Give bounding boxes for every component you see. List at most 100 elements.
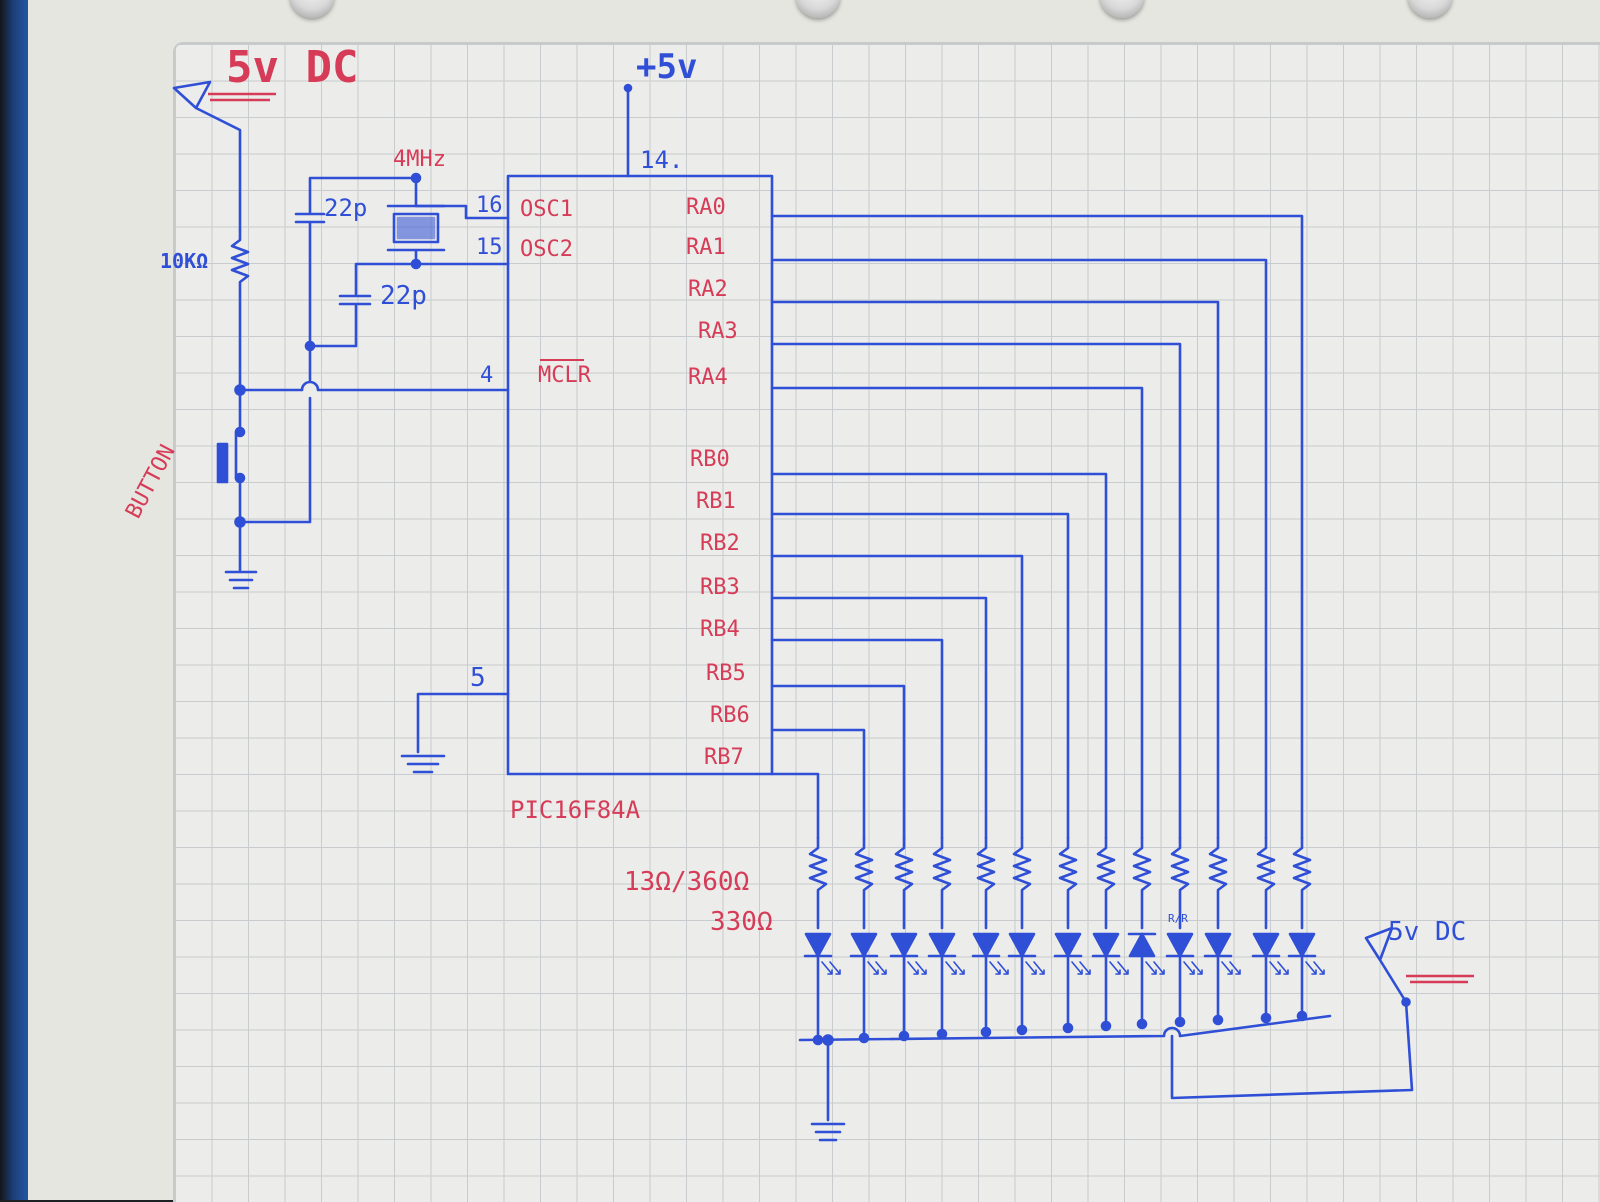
schematic-labels: 5v DC +5v 4MHz 22p 22p 10KΩ BUTTON 14. 1… [121, 42, 1474, 984]
ra3-line [770, 342, 1182, 840]
pin-label-rb6: RB6 [710, 703, 750, 728]
top-supply-underline [208, 92, 276, 102]
pin-number-mclr: 4 [480, 363, 493, 388]
led-diode-icon [972, 932, 1000, 958]
top-supply-label: 5v DC [226, 42, 358, 93]
desk-edge [0, 0, 30, 1200]
button-node [234, 426, 246, 438]
pin-label-osc2: OSC2 [520, 237, 573, 262]
led-resistor [1012, 836, 1032, 930]
supply-node [1401, 997, 1411, 1007]
crystal-fill [396, 216, 436, 240]
led-resistor [1170, 836, 1190, 930]
light-arrows-icon [1269, 961, 1289, 975]
bus-node [812, 1034, 824, 1046]
led-resistor [932, 836, 952, 930]
led-resistor [1058, 836, 1078, 930]
light-arrows-icon [867, 961, 887, 975]
ra4-line [770, 386, 1144, 840]
light-arrows-icon [989, 961, 1009, 975]
button-return-wire [238, 396, 312, 524]
pin-label-ra0: RA0 [686, 195, 726, 220]
button-ground [224, 520, 258, 590]
pin-label-rb2: RB2 [700, 531, 740, 556]
pin-number-osc1: 16 [476, 193, 503, 218]
led-resistor [1132, 836, 1152, 930]
rb1-line [770, 512, 1070, 840]
bus-node [898, 1030, 910, 1042]
pullup-resistor [230, 228, 250, 392]
rb3-line [770, 596, 988, 840]
bottom-ground [810, 1038, 846, 1142]
ra1-line [770, 258, 1268, 840]
pin-label-rb0: RB0 [690, 447, 730, 472]
rb7-line [770, 772, 820, 840]
light-arrows-icon [1183, 961, 1203, 975]
pin-label-rb7: RB7 [704, 745, 744, 770]
ra2-line [770, 300, 1220, 840]
vdd-node [623, 83, 633, 93]
led-diode-icon [1252, 932, 1280, 958]
led-resistor-array [803, 836, 1325, 1046]
top-supply-symbol [172, 80, 242, 232]
led-diode-icon [1008, 932, 1036, 958]
led-diode-icon [1092, 932, 1120, 958]
led-resistor [1096, 836, 1116, 930]
button-plunger [216, 442, 229, 484]
crystal-node [410, 258, 422, 270]
bus-node [822, 1034, 834, 1046]
pin-number-vdd: 14. [640, 146, 683, 174]
bus-node [1212, 1014, 1224, 1026]
led-diode-icon [850, 932, 878, 958]
rb2-line [770, 554, 1024, 840]
crystal-node [410, 172, 422, 184]
light-arrows-icon [1305, 961, 1325, 975]
button-label: BUTTON [121, 441, 180, 523]
light-arrows-icon [945, 961, 965, 975]
pin-label-ra3: RA3 [698, 319, 738, 344]
cap2-symbol [308, 262, 510, 348]
led-diode-icon [1128, 932, 1156, 958]
rb6-line [770, 728, 866, 840]
light-arrows-icon [907, 961, 927, 975]
bus-node [1296, 1010, 1308, 1022]
rb4-line [770, 638, 944, 840]
button-node [234, 472, 246, 484]
pin-number-osc2: 15 [476, 235, 503, 260]
pullup-label: 10KΩ [160, 249, 208, 273]
light-arrows-icon [821, 961, 841, 975]
pin-label-mclr: MCLR [538, 363, 592, 388]
rb0-line [770, 472, 1108, 840]
led-resistor [1208, 836, 1228, 930]
pin-label-ra1: RA1 [686, 235, 726, 260]
pin-label-ra4: RA4 [688, 365, 728, 390]
binder-hole [290, 0, 334, 18]
cap2-label: 22p [380, 281, 427, 311]
led-diode-icon [1288, 932, 1316, 958]
bus-node [1260, 1012, 1272, 1024]
led-resistor [808, 836, 828, 930]
bus-node [1016, 1024, 1028, 1036]
pin-label-rb5: RB5 [706, 661, 746, 686]
light-arrows-icon [1025, 961, 1045, 975]
pin-label-rb3: RB3 [700, 575, 740, 600]
bottom-supply-loop [1170, 926, 1414, 1100]
led-diode-icon [804, 932, 832, 958]
special-led-label: R/R [1168, 912, 1188, 925]
light-arrows-icon [1145, 961, 1165, 975]
led-diode-icon [1204, 932, 1232, 958]
bus-node [1136, 1018, 1148, 1030]
led-diode-icon [1166, 932, 1194, 958]
light-arrows-icon [1221, 961, 1241, 975]
rb5-line [770, 684, 906, 840]
crystal-body [392, 212, 440, 244]
bus-node [1100, 1020, 1112, 1032]
led-resistor [1256, 836, 1276, 930]
light-arrows-icon [1071, 961, 1091, 975]
pin-number-vss: 5 [470, 663, 486, 693]
binder-hole [1100, 0, 1144, 18]
led-resistor [1292, 836, 1312, 930]
led-return-bus [798, 1014, 1332, 1042]
bottom-supply-underline [1406, 974, 1474, 984]
